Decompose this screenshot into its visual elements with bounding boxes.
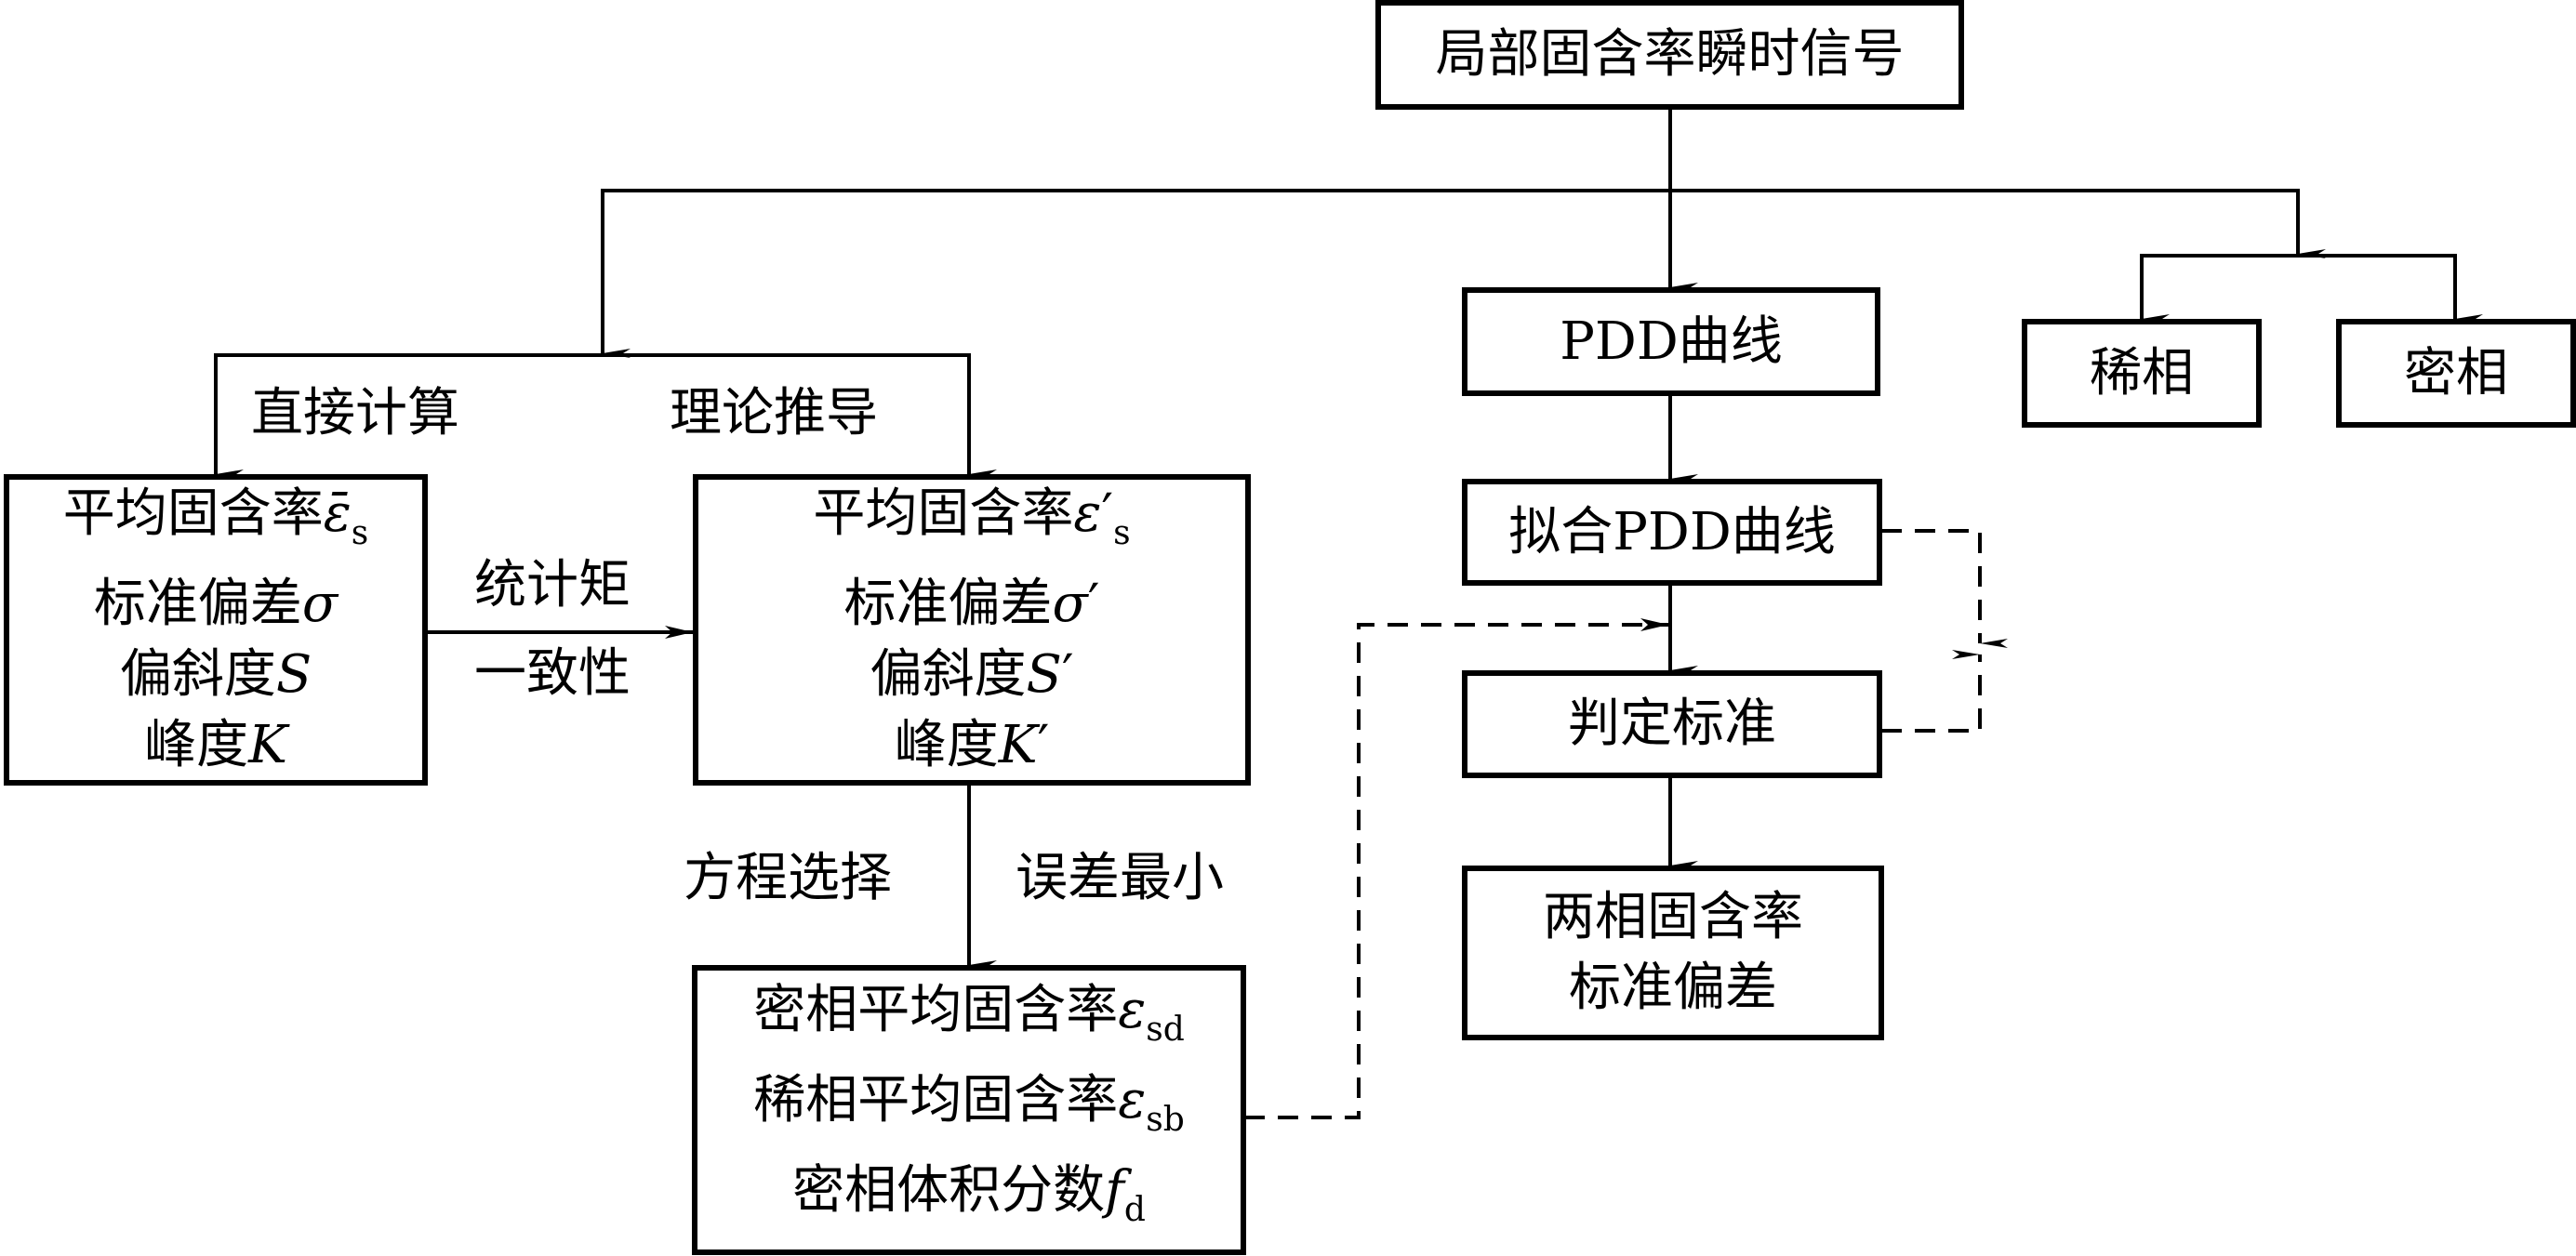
node-label: 密相 (2404, 342, 2508, 403)
label-theory-derive: 理论推导 (670, 383, 878, 443)
label-moment-1: 统计矩 (474, 555, 631, 615)
node-label: 判定标准 (1568, 694, 1776, 754)
node-instant-signal: 局部固含率瞬时信号 (1375, 0, 1964, 110)
dense-fraction: 密相体积分数fd (792, 1159, 1146, 1229)
node-criterion: 判定标准 (1462, 670, 1882, 778)
node-label: 局部固含率瞬时信号 (1435, 24, 1905, 85)
stat-kurt-theory: 峰度K′ (894, 715, 1050, 775)
label-direct-calc: 直接计算 (251, 383, 459, 443)
stat-std: 标准偏差σ (93, 574, 339, 634)
edge-dashed-fit (1881, 529, 2008, 648)
node-dense-phase: 密相 (2336, 319, 2576, 428)
stat-mean-theory: 平均固含率ε′s (813, 483, 1131, 552)
stat-mean: 平均固含率ε̄s (62, 483, 369, 552)
label-min-error: 误差最小 (1016, 848, 1224, 908)
node-label: 稀相 (2090, 342, 2194, 403)
stat-skew: 偏斜度S (119, 644, 312, 705)
node-label: 拟合PDD曲线 (1508, 501, 1836, 562)
edge-dashed-criterion (1881, 650, 1982, 733)
edge-split-phase (2140, 254, 2457, 319)
node-phase-parameters: 密相平均固含率εsd 稀相平均固含率εsb 密相体积分数fd (692, 965, 1246, 1255)
stat-skew-theory: 偏斜度S′ (870, 644, 1074, 705)
label-moment-2: 一致性 (474, 643, 631, 704)
result-line-1: 两相固含率 (1543, 887, 1803, 947)
label-eq-select: 方程选择 (684, 848, 892, 908)
dilute-mean: 稀相平均固含率εsb (753, 1069, 1185, 1139)
stat-kurt: 峰度K (144, 715, 287, 775)
stat-std-theory: 标准偏差σ′ (843, 574, 1100, 634)
node-direct-statistics: 平均固含率ε̄s 标准偏差σ 偏斜度S 峰度K (4, 474, 428, 786)
dense-mean: 密相平均固含率εsd (753, 979, 1185, 1049)
node-label: PDD曲线 (1560, 311, 1783, 372)
node-fit-pdd: 拟合PDD曲线 (1462, 479, 1882, 586)
node-theory-statistics: 平均固含率ε′s 标准偏差σ′ 偏斜度S′ 峰度K′ (693, 474, 1251, 786)
node-pdd-curve: PDD曲线 (1462, 287, 1880, 396)
result-line-2: 标准偏差 (1569, 958, 1777, 1018)
node-dilute-phase: 稀相 (2022, 319, 2262, 428)
node-result: 两相固含率 标准偏差 (1462, 866, 1884, 1040)
